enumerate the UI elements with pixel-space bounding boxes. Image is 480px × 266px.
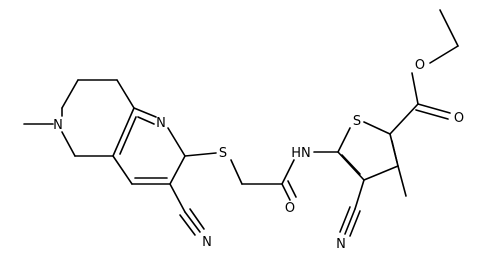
atom-o-ester-carbonyl: O (454, 111, 464, 126)
atom-s-thiophene: S (353, 114, 361, 129)
atom-n-nitrile-right: N (336, 237, 346, 252)
atom-s-thioether: S (219, 146, 227, 161)
atom-n-ring-left: N (53, 118, 63, 133)
atom-n-nitrile-left: N (202, 235, 212, 250)
atom-o-amide: O (285, 201, 295, 216)
atom-nh-amide: HN (291, 146, 311, 161)
bond-lines (23, 9, 459, 237)
atom-o-ester-ether: O (415, 58, 425, 73)
atom-labels: N N S N S HN O N O O (53, 58, 464, 252)
atom-n-ring-top: N (156, 116, 166, 131)
